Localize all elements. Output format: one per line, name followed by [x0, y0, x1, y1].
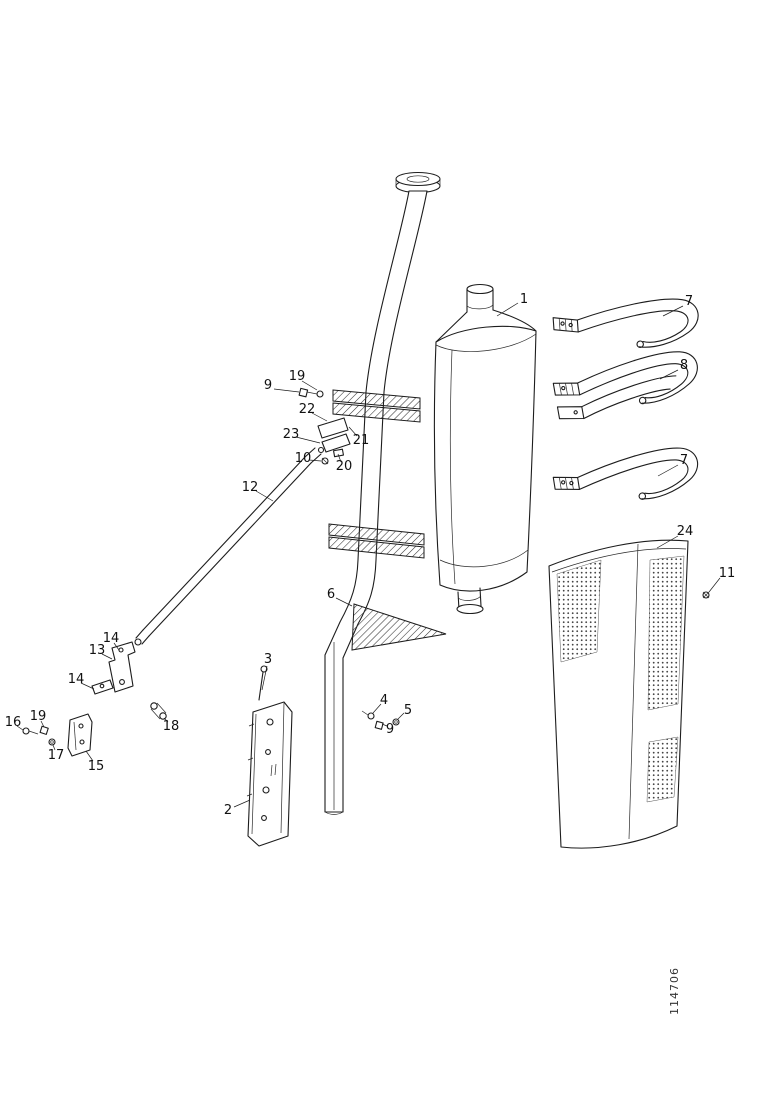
callout-9b: 9: [386, 722, 394, 737]
lower-left-brackets: [22, 641, 167, 757]
callout-23: 23: [283, 427, 300, 442]
callout-19b: 19: [30, 709, 47, 724]
callout-19a: 19: [289, 369, 306, 384]
callout-7b: 7: [680, 453, 688, 468]
callout-14b: 14: [68, 672, 85, 687]
callout-2: 2: [224, 803, 232, 818]
mounting-strap-middle: [552, 351, 698, 420]
callout-11: 11: [719, 566, 736, 581]
callout-14a: 14: [103, 631, 120, 646]
link-plate: [150, 702, 167, 720]
callout-1: 1: [520, 292, 528, 307]
callout-18: 18: [163, 719, 180, 734]
pipe-gusset: [351, 603, 447, 651]
callout-3: 3: [264, 652, 272, 667]
callout-12: 12: [242, 480, 259, 495]
upper-pipe-clamp: [298, 387, 421, 423]
stay-rod: [134, 446, 325, 646]
callout-4: 4: [380, 693, 388, 708]
callout-20: 20: [336, 459, 353, 474]
callout-22: 22: [299, 402, 316, 417]
callout-labels: 1 7 8 7 24 11 19 9 22 23 21 10 20 12 6 3…: [5, 292, 736, 818]
mounting-strap-bottom: [552, 447, 699, 500]
support-bracket: [246, 665, 400, 847]
drawing-number: 114706: [668, 967, 681, 1015]
mounting-strap-top: [552, 298, 699, 348]
callout-6: 6: [327, 587, 335, 602]
callout-10: 10: [295, 451, 312, 466]
callout-17: 17: [48, 748, 65, 763]
leader-lines: [16, 302, 721, 808]
callout-9a: 9: [264, 378, 272, 393]
callout-5: 5: [404, 703, 412, 718]
small-fasteners: [22, 725, 56, 746]
clamp-link-parts: [317, 417, 351, 465]
exhaust-pipe: [324, 171, 447, 815]
callout-24: 24: [677, 524, 694, 539]
callout-13: 13: [89, 643, 106, 658]
callout-8: 8: [680, 358, 688, 373]
shield-bolt: [702, 591, 710, 599]
heat-shield: [548, 539, 710, 849]
bracket-fasteners: [361, 710, 400, 730]
callout-16: 16: [5, 715, 22, 730]
muffler: [433, 283, 537, 615]
callout-15: 15: [88, 759, 105, 774]
lower-pipe-clamp: [328, 523, 425, 559]
callout-21: 21: [353, 433, 370, 448]
callout-7a: 7: [685, 294, 693, 309]
